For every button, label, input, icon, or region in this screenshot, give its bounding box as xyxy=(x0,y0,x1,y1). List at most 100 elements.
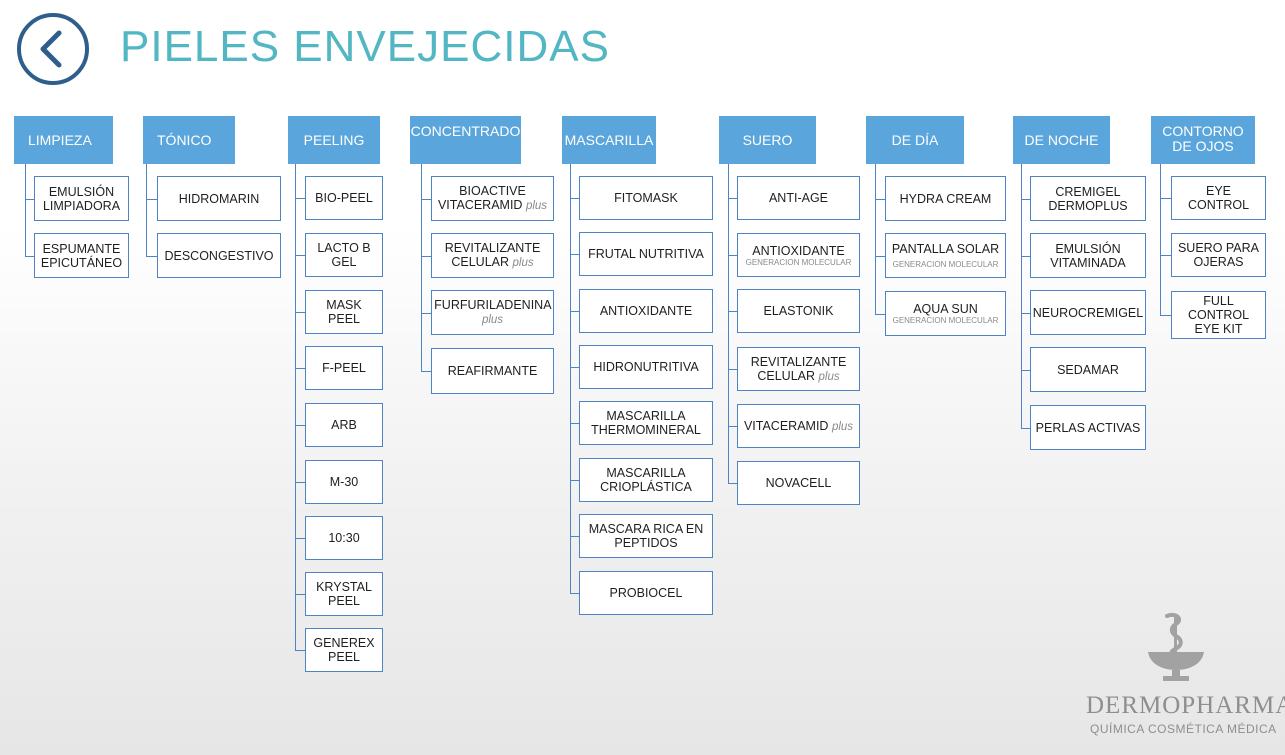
product-label-group: AQUA SUN GENERACION MOLECULAR xyxy=(893,302,999,325)
product-revitalizante-celular[interactable]: REVITALIZANTE CELULAR plus xyxy=(431,233,554,278)
product-revitalizante-celular[interactable]: REVITALIZANTE CELULAR plus xyxy=(737,347,860,391)
product-label: M-30 xyxy=(329,475,359,489)
connector-branch xyxy=(421,256,431,257)
product-mascarilla-thermomineral[interactable]: MASCARILLA THERMOMINERAL xyxy=(579,401,713,445)
product-label-group: REVITALIZANTE CELULAR plus xyxy=(742,355,855,384)
product-label-group: ANTIOXIDANTE xyxy=(600,304,692,318)
connector-branch xyxy=(570,536,579,537)
product-note: GENERACION MOLECULAR xyxy=(745,257,852,267)
product-cremigel-dermoplus[interactable]: CREMIGEL DERMOPLUS xyxy=(1030,176,1146,221)
product-label: FRUTAL NUTRITIVA xyxy=(588,247,704,261)
product-fitomask[interactable]: FITOMASK xyxy=(579,176,713,220)
product-label-group: EMULSIÓN VITAMINADA xyxy=(1035,242,1141,270)
product-label-group: FRUTAL NUTRITIVA xyxy=(588,247,704,261)
product-emulsion-vitaminada[interactable]: EMULSIÓN VITAMINADA xyxy=(1030,233,1146,278)
product-neurocremigel[interactable]: NEUROCREMIGEL xyxy=(1030,290,1146,335)
product-label-group: ESPUMANTE EPICUTÁNEO xyxy=(39,242,124,270)
product-m-30[interactable]: M-30 xyxy=(305,460,383,504)
product-suero-para-ojeras[interactable]: SUERO PARA OJERAS xyxy=(1171,233,1266,277)
product-reafirmante[interactable]: REAFIRMANTE xyxy=(431,348,554,394)
product-sedamar[interactable]: SEDAMAR xyxy=(1030,347,1146,392)
product-label-group: KRYSTAL PEEL xyxy=(310,580,378,608)
product-label: 10:30 xyxy=(328,531,360,545)
brand-name: DERMOPHARMA® xyxy=(1086,692,1285,720)
product-vitaceramid[interactable]: VITACERAMID plus xyxy=(737,404,860,448)
connector-branch xyxy=(570,311,579,312)
product-bio-peel[interactable]: BIO-PEEL xyxy=(305,176,383,220)
connector-branch xyxy=(570,480,579,481)
product-lacto-b-gel[interactable]: LACTO B GEL xyxy=(305,233,383,277)
product-10-30[interactable]: 10:30 xyxy=(305,516,383,560)
connector-branch xyxy=(25,199,34,200)
product-label-group: EMULSIÓN LIMPIADORA xyxy=(39,185,124,213)
product-label-group: NEUROCREMIGEL xyxy=(1033,306,1143,320)
product-descongestivo[interactable]: DESCONGESTIVO xyxy=(157,233,281,278)
connector-line xyxy=(25,164,26,256)
connector-line xyxy=(728,164,729,483)
connector-branch xyxy=(1021,428,1030,429)
connector-branch xyxy=(728,426,737,427)
product-label-group: ARB xyxy=(331,418,357,432)
product-f-peel[interactable]: F-PEEL xyxy=(305,346,383,390)
product-label: ANTIOXIDANTE xyxy=(752,243,845,258)
product-eye-control[interactable]: EYE CONTROL xyxy=(1171,176,1266,220)
product-antioxidante[interactable]: ANTIOXIDANTE xyxy=(579,289,713,333)
connector-branch xyxy=(570,367,579,368)
connector-branch xyxy=(295,255,305,256)
product-frutal-nutritiva[interactable]: FRUTAL NUTRITIVA xyxy=(579,232,713,276)
connector-branch xyxy=(1021,313,1030,314)
connector-branch xyxy=(570,593,579,594)
connector-branch xyxy=(295,650,305,651)
connector-branch xyxy=(728,483,737,484)
product-label: KRYSTAL PEEL xyxy=(316,580,372,608)
product-hidromarin[interactable]: HIDROMARIN xyxy=(157,176,281,221)
product-label-group: NOVACELL xyxy=(766,476,832,490)
product-label: NEUROCREMIGEL xyxy=(1032,305,1144,320)
product-generex-peel[interactable]: GENEREX PEEL xyxy=(305,628,383,672)
product-mascarilla-crioplastica[interactable]: MASCARILLA CRIOPLÁSTICA xyxy=(579,458,713,502)
connector-branch xyxy=(1160,255,1171,256)
column-header-suero: SUERO xyxy=(719,116,816,164)
product-emulsion-limpiadora[interactable]: EMULSIÓN LIMPIADORA xyxy=(34,176,129,221)
product-label-group: FURFURILADENINA plus xyxy=(434,298,551,327)
product-mascara-rica-en-peptidos[interactable]: MASCARA RICA EN PEPTIDOS xyxy=(579,514,713,558)
product-pantalla-solar[interactable]: PANTALLA SOLAR GENERACION MOLECULAR xyxy=(885,233,1006,278)
product-elastonik[interactable]: ELASTONIK xyxy=(737,289,860,333)
product-label-group: DESCONGESTIVO xyxy=(164,249,273,263)
product-label-group: F-PEEL xyxy=(322,361,366,375)
product-perlas-activas[interactable]: PERLAS ACTIVAS xyxy=(1030,405,1146,450)
column-header-de-dia: DE DÍA xyxy=(866,116,964,164)
product-anti-age[interactable]: ANTI-AGE xyxy=(737,176,860,220)
product-novacell[interactable]: NOVACELL xyxy=(737,461,860,505)
product-label: MASK PEEL xyxy=(326,298,362,326)
column-header-de-noche: DE NOCHE xyxy=(1013,116,1110,164)
product-full-control-eye-kit[interactable]: FULL CONTROL EYE KIT xyxy=(1171,291,1266,339)
product-label-group: PROBIOCEL xyxy=(610,586,683,600)
product-label: FITOMASK xyxy=(614,191,678,205)
back-button[interactable] xyxy=(17,13,89,85)
product-aqua-sun[interactable]: AQUA SUN GENERACION MOLECULAR xyxy=(885,291,1006,336)
product-hidronutritiva[interactable]: HIDRONUTRITIVA xyxy=(579,345,713,389)
product-bioactive-vitaceramid[interactable]: BIOACTIVE VITACERAMID plus xyxy=(431,176,554,221)
connector-branch xyxy=(570,254,579,255)
product-krystal-peel[interactable]: KRYSTAL PEEL xyxy=(305,572,383,616)
product-antioxidante[interactable]: ANTIOXIDANTE GENERACION MOLECULAR xyxy=(737,233,860,277)
product-probiocel[interactable]: PROBIOCEL xyxy=(579,571,713,615)
connector-line xyxy=(146,164,147,256)
column-header-contorno-de-ojos: CONTORNO DE OJOS xyxy=(1151,116,1255,164)
connector-branch xyxy=(1160,315,1171,316)
column-header-tonico: TÓNICO xyxy=(143,116,235,164)
product-label-group: EYE CONTROL xyxy=(1176,184,1261,212)
product-label: AQUA SUN xyxy=(913,302,978,316)
product-label-group: GENEREX PEEL xyxy=(310,636,378,664)
product-label: REVITALIZANTE CELULAR xyxy=(444,241,541,269)
product-mask-peel[interactable]: MASK PEEL xyxy=(305,290,383,334)
product-espumante-epicutaneo[interactable]: ESPUMANTE EPICUTÁNEO xyxy=(34,233,129,278)
product-arb[interactable]: ARB xyxy=(305,403,383,447)
product-label: REVITALIZANTE CELULAR xyxy=(750,354,847,383)
product-furfuriladenina[interactable]: FURFURILADENINA plus xyxy=(431,290,554,335)
product-hydra-cream[interactable]: HYDRA CREAM xyxy=(885,176,1006,221)
connector-branch xyxy=(295,482,305,483)
connector-branch xyxy=(295,312,305,313)
product-label: GENEREX PEEL xyxy=(313,636,375,664)
